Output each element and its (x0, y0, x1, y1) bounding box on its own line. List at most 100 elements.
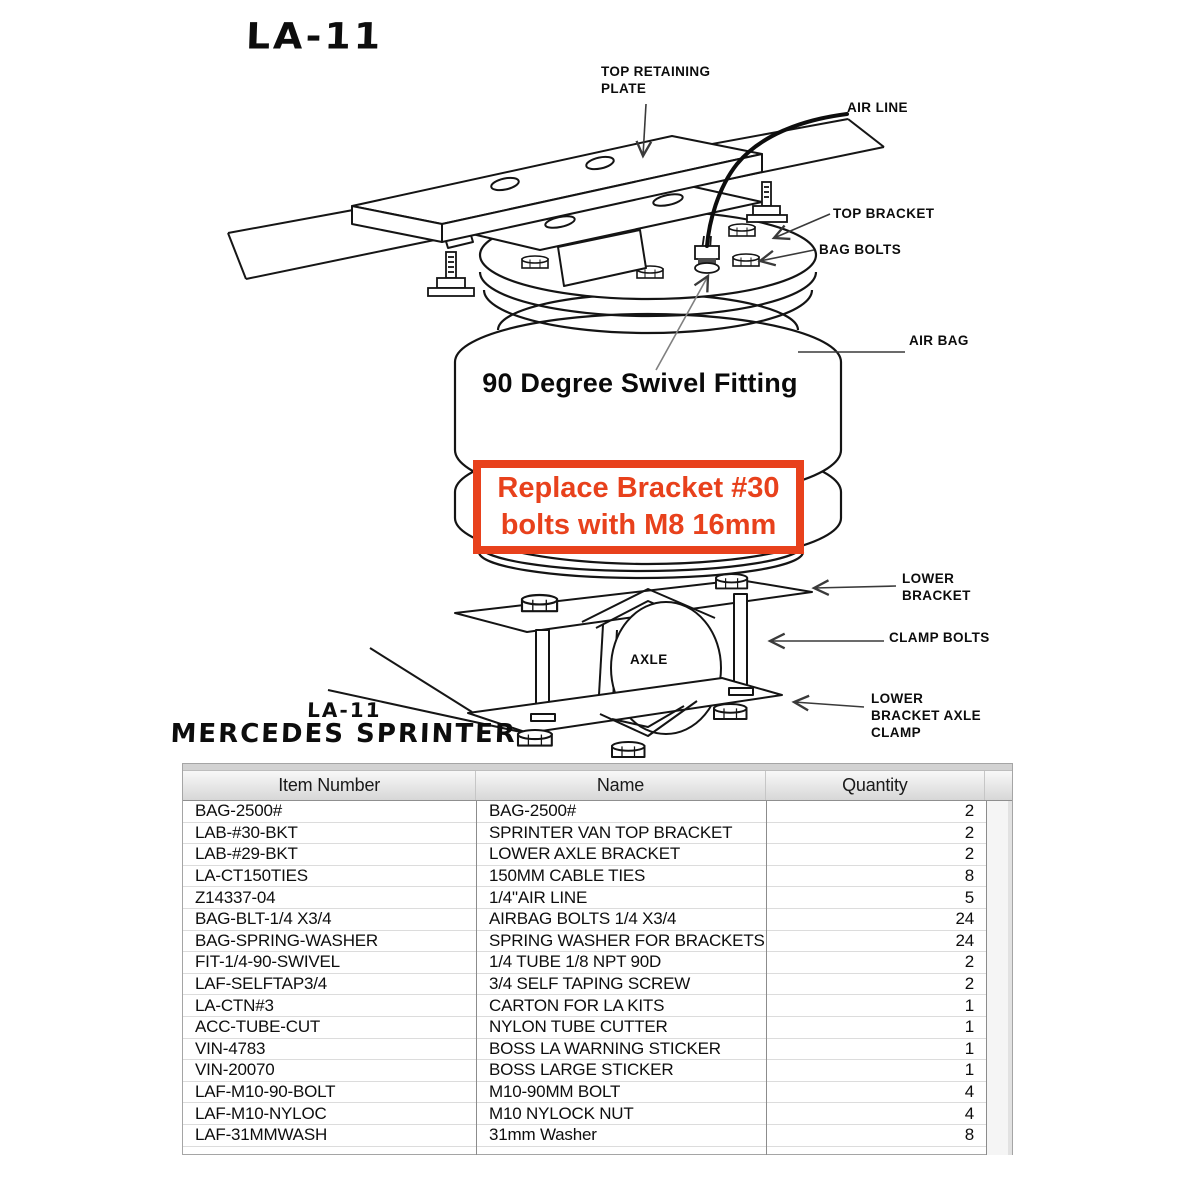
table-row: LAF-M10-NYLOC M10 NYLOCK NUT 4 (183, 1103, 986, 1125)
table-row: LAF-31MMWASH 31mm Washer 8 (183, 1125, 986, 1147)
table-cell-item: LAF-31MMWASH (195, 1125, 328, 1145)
label-bag-bolts: BAG BOLTS (819, 242, 902, 257)
table-cell-qty: 8 (964, 1125, 974, 1145)
table-cell-name: SPRINTER VAN TOP BRACKET (489, 822, 733, 842)
table-cell-item: LAB-#30-BKT (195, 822, 298, 842)
table-cell-qty: 8 (964, 866, 974, 886)
table-cell-item: ACC-TUBE-CUT (195, 1017, 321, 1037)
table-cell-item: VIN-4783 (195, 1038, 266, 1058)
table-cell-name: 3/4 SELF TAPING SCREW (489, 974, 691, 994)
table-cell-qty: 5 (964, 887, 974, 907)
label-lower-bracket: LOWER BRACKET (902, 570, 971, 604)
label-air-bag: AIR BAG (909, 333, 969, 348)
table-cell-name: CARTON FOR LA KITS (489, 995, 665, 1015)
table-cell-item: FIT-1/4-90-SWIVEL (195, 952, 340, 972)
column-divider (766, 801, 767, 1155)
label-line: TOP RETAINING (601, 64, 711, 79)
label-clamp-bolts: CLAMP BOLTS (889, 630, 990, 645)
leaf-spring-lines (327, 647, 531, 735)
footer-vehicle: MERCEDES SPRINTER (169, 719, 518, 749)
table-cell-item: BAG-BLT-1/4 X3/4 (195, 909, 332, 929)
label-top-bracket: TOP BRACKET (833, 206, 935, 221)
table-cell-qty: 2 (964, 974, 974, 994)
table-cell-qty: 2 (964, 801, 974, 821)
table-cell-qty: 1 (964, 1060, 974, 1080)
table-scroll-gutter[interactable] (987, 801, 1012, 1155)
footer-logo: LA-11 MERCEDES SPRINTER (149, 698, 539, 749)
label-line: BRACKET AXLE (871, 708, 982, 723)
table-cell-name: NYLON TUBE CUTTER (489, 1017, 668, 1037)
table-row: LAB-#29-BKT LOWER AXLE BRACKET 2 (183, 844, 986, 866)
label-swivel-fitting: 90 Degree Swivel Fitting (482, 368, 798, 398)
table-cell-name: SPRING WASHER FOR BRACKETS (489, 930, 765, 950)
table-cell-name: 31mm Washer (489, 1125, 597, 1145)
label-line: BRACKET (902, 588, 971, 603)
table-cell-name: M10-90MM BOLT (489, 1082, 621, 1102)
table-cell-qty: 24 (955, 909, 974, 929)
table-top-strip (183, 764, 1012, 771)
table-cell-qty: 2 (964, 844, 974, 864)
column-header-gutter (985, 771, 1012, 800)
axle-clamp-assembly (454, 572, 813, 759)
table-header: Item Number Name Quantity (183, 771, 1012, 801)
table-cell-qty: 24 (955, 930, 974, 950)
table-row: LA-CTN#3 CARTON FOR LA KITS 1 (183, 995, 986, 1017)
column-divider (476, 801, 477, 1155)
label-air-line: AIR LINE (847, 100, 908, 115)
table-cell-qty: 1 (964, 995, 974, 1015)
note-line: bolts with M8 16mm (500, 509, 777, 541)
label-line: CLAMP (871, 725, 921, 740)
column-header-name[interactable]: Name (476, 771, 766, 800)
table-row: BAG-SPRING-WASHER SPRING WASHER FOR BRACK… (183, 931, 986, 953)
table-cell-name: 150MM CABLE TIES (489, 866, 646, 886)
table-cell-item: LAF-M10-90-BOLT (195, 1082, 336, 1102)
table-cell-qty: 4 (964, 1103, 974, 1123)
label-line: PLATE (601, 81, 647, 96)
label-line: LOWER (902, 571, 955, 586)
table-row: ACC-TUBE-CUT NYLON TUBE CUTTER 1 (183, 1017, 986, 1039)
table-cell-item: VIN-20070 (195, 1060, 275, 1080)
table-cell-item: LA-CT150TIES (195, 866, 308, 886)
table-cell-qty: 2 (964, 952, 974, 972)
table-row: LAB-#30-BKT SPRINTER VAN TOP BRACKET 2 (183, 823, 986, 845)
table-cell-name: 1/4 TUBE 1/8 NPT 90D (489, 952, 662, 972)
label-axle: AXLE (630, 652, 668, 667)
note-line: Replace Bracket #30 (497, 472, 780, 504)
bag-bolts-drawing (427, 181, 788, 297)
table-row: BAG-2500#BAG-2500#2 (183, 801, 986, 823)
table-cell-name: AIRBAG BOLTS 1/4 X3/4 (489, 909, 677, 929)
column-header-item-number[interactable]: Item Number (183, 771, 477, 800)
note-box: Replace Bracket #30 bolts with M8 16mm (473, 460, 804, 554)
table-row: LA-CT150TIES 150MM CABLE TIES 8 (183, 866, 986, 888)
top-retaining-plate-drawing (351, 135, 763, 243)
table-cell-name: LOWER AXLE BRACKET (489, 844, 681, 864)
table-cell-item: BAG-SPRING-WASHER (195, 930, 378, 950)
column-header-quantity[interactable]: Quantity (766, 771, 986, 800)
table-cell-name: M10 NYLOCK NUT (489, 1103, 634, 1123)
table-cell-item: Z14337-04 (195, 887, 276, 907)
table-cell-name: BOSS LARGE STICKER (489, 1060, 674, 1080)
table-row: LAF-M10-90-BOLT M10-90MM BOLT 4 (183, 1082, 986, 1104)
table-cell-qty: 4 (964, 1082, 974, 1102)
footer-model: LA-11 (306, 698, 383, 722)
label-top-retaining-plate: TOP RETAINING PLATE (601, 63, 710, 97)
air-line-tube (705, 112, 849, 248)
table-cell-name: BOSS LA WARNING STICKER (489, 1038, 721, 1058)
parts-table: Item Number Name Quantity BAG-2500#BAG-2… (182, 763, 1013, 1155)
table-row: LAF-SELFTAP3/4 3/4 SELF TAPING SCREW 2 (183, 974, 986, 996)
table-row: VIN-20070 BOSS LARGE STICKER 1 (183, 1060, 986, 1082)
table-cell-item: LAF-M10-NYLOC (195, 1103, 327, 1123)
table-cell-item: BAG-2500# (195, 801, 283, 821)
table-cell-item: LAB-#29-BKT (195, 844, 298, 864)
table-cell-qty: 1 (964, 1017, 974, 1037)
table-cell-item: LAF-SELFTAP3/4 (195, 974, 327, 994)
label-lower-bracket-axle-clamp: LOWER BRACKET AXLE CLAMP (871, 690, 981, 741)
label-line: LOWER (871, 691, 924, 706)
table-cell-item: LA-CTN#3 (195, 995, 274, 1015)
table-cell-qty: 2 (964, 822, 974, 842)
